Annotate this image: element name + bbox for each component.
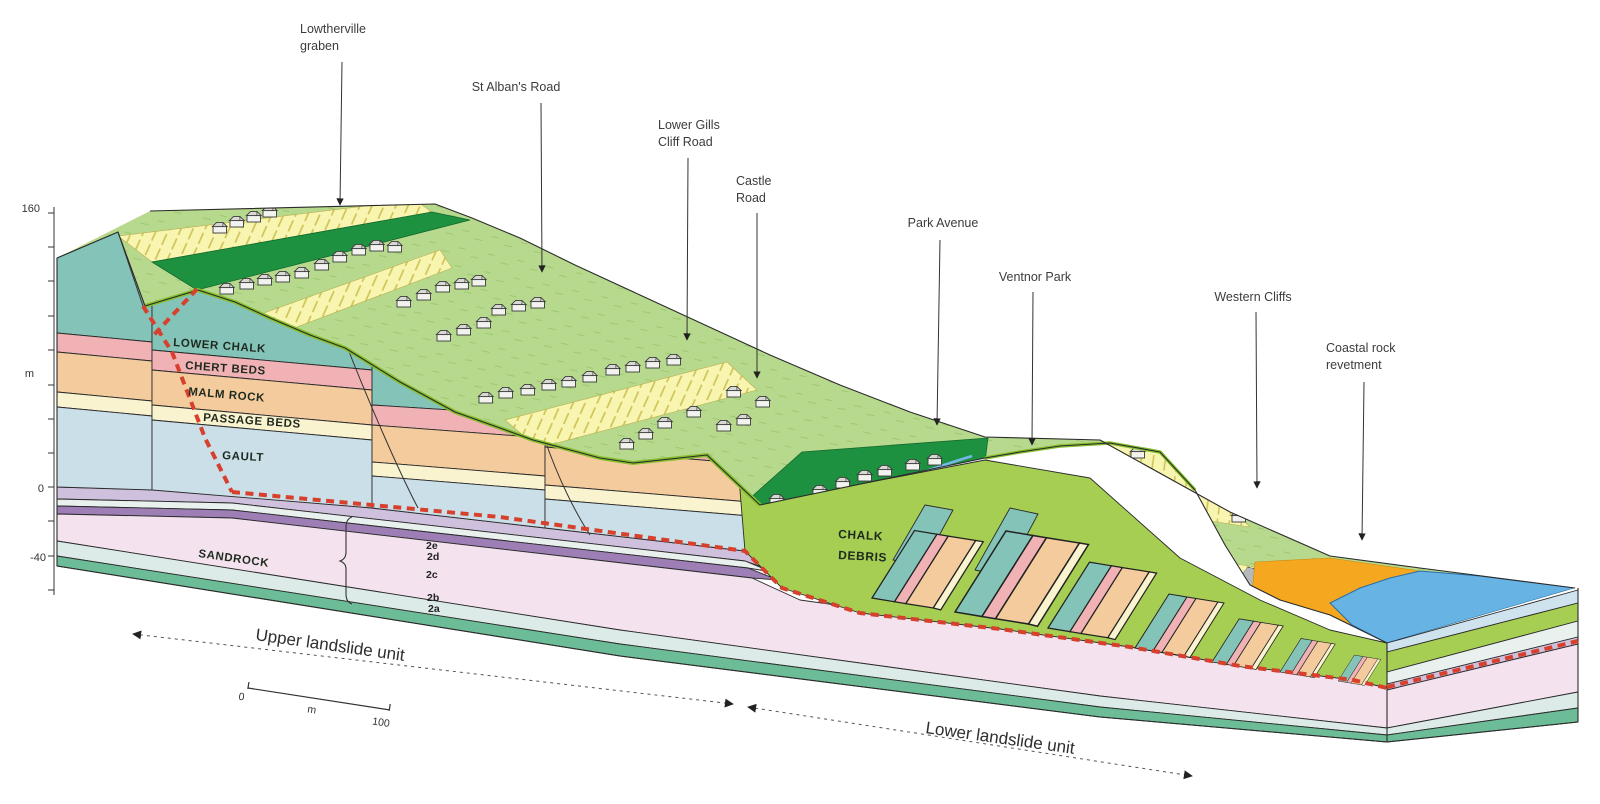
lower-gills-arrow	[683, 157, 691, 341]
fault-line	[347, 348, 419, 509]
basal-shear-surface	[141, 287, 1579, 690]
western-cliffs-arrow	[1253, 311, 1261, 489]
lower-gills-line2: Cliff Road	[658, 135, 713, 149]
annotation-park-avenue: Park Avenue	[908, 216, 979, 426]
st-albans-label: St Alban's Road	[472, 80, 561, 94]
scale-end: 100	[371, 715, 390, 730]
label-2e: 2e	[426, 540, 438, 552]
st-albans-arrow	[538, 102, 546, 273]
lowtherville-graben-strip	[150, 211, 471, 291]
surface-back-edge	[149, 203, 1576, 589]
upper-landslide-blocks	[56, 231, 763, 554]
lowtherville-line1: Lowtherville	[300, 22, 366, 36]
western-cliffs-label: Western Cliffs	[1214, 290, 1291, 304]
scale-unit: m	[307, 703, 318, 716]
annotation-lowtherville-graben: Lowtherville graben	[300, 22, 366, 206]
coastal-revetment-line1: Coastal rock	[1326, 341, 1396, 355]
annotation-coastal-revetment: Coastal rock revetment	[1326, 341, 1396, 541]
lowtherville-line2: graben	[300, 39, 339, 53]
coastal-revetment-arrow	[1358, 381, 1366, 541]
elevation-axis: 160 m 0 -40	[22, 203, 55, 595]
label-2b: 2b	[427, 592, 439, 604]
castle-road-line1: Castle	[736, 174, 771, 188]
right-end-face	[1386, 588, 1579, 743]
annotation-castle-road: Castle Road	[736, 174, 771, 379]
coastal-revetment-line2: revetment	[1326, 358, 1382, 372]
castle-road-line2: Road	[736, 191, 766, 205]
park-avenue-arrow	[933, 239, 941, 426]
annotation-lower-gills-cliff-road: Lower Gills Cliff Road	[658, 118, 720, 341]
scale-bar: 0 m 100	[238, 681, 391, 730]
annotation-western-cliffs: Western Cliffs	[1214, 290, 1292, 489]
axis-tick-0: 0	[38, 483, 44, 495]
label-chert-beds: CHERT BEDS	[185, 360, 266, 378]
ventnor-park-arrow	[1028, 291, 1036, 446]
park-avenue-label: Park Avenue	[908, 216, 979, 230]
axis-unit: m	[25, 368, 34, 380]
terrain-profile-line	[56, 231, 1388, 644]
lower-unit-extent-arrow	[747, 703, 1193, 780]
label-2d: 2d	[427, 551, 439, 563]
axis-tick-neg40: -40	[30, 552, 46, 564]
ventnor-park-label: Ventnor Park	[999, 270, 1072, 284]
place-annotations: Lowtherville graben St Alban's Road Lowe…	[300, 22, 1396, 541]
sandrock-brace	[338, 516, 353, 605]
label-2c: 2c	[426, 569, 438, 581]
label-chalk-debris-2: DEBRIS	[838, 548, 888, 565]
lower-gills-line1: Lower Gills	[658, 118, 720, 132]
label-chalk-debris-1: CHALK	[838, 527, 884, 543]
upper-unit-extent-arrow	[132, 630, 734, 708]
upper-unit-label: Upper landslide unit	[254, 625, 406, 665]
lower-unit-label: Lower landslide unit	[924, 718, 1076, 758]
basement-strata	[56, 486, 1388, 743]
label-2a: 2a	[428, 603, 440, 615]
axis-tick-160: 160	[22, 203, 40, 215]
annotation-ventnor-park: Ventnor Park	[999, 270, 1072, 446]
label-gault: GAULT	[222, 450, 264, 464]
scale-start: 0	[238, 691, 246, 704]
lowtherville-arrow	[336, 61, 344, 206]
graben-fault-west	[150, 287, 199, 339]
annotation-st-albans-road: St Alban's Road	[472, 80, 561, 273]
